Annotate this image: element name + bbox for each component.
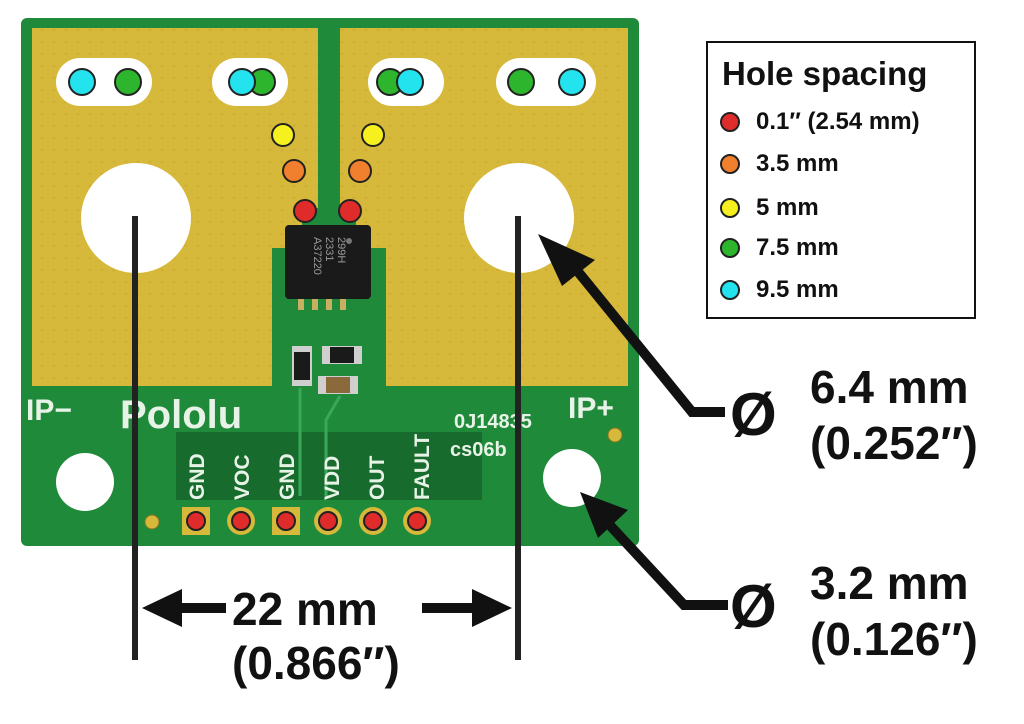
hole-orange — [282, 159, 306, 183]
small-hole-left — [56, 453, 114, 511]
board-code-2: cs06b — [450, 439, 507, 461]
pin-pad-red — [363, 511, 383, 531]
pin-pad-red — [318, 511, 338, 531]
dimension-line-right — [515, 216, 521, 660]
large-hole-secondary-label: (0.252″) — [810, 417, 978, 469]
width-primary-label: 22 mm — [232, 583, 378, 635]
hole-green — [114, 68, 142, 96]
chip-line-1: A37220 — [311, 237, 323, 275]
large-hole-arrow — [538, 234, 725, 417]
small-hole-diameter-symbol: Ø — [730, 573, 777, 640]
pin-label-vdd: VDD — [321, 456, 344, 500]
legend-dot — [720, 112, 740, 132]
legend-title: Hole spacing — [722, 55, 928, 92]
pin-label-gnd-2: GND — [276, 453, 299, 500]
via — [144, 514, 160, 530]
sensor-chip — [285, 225, 371, 310]
pin-label-out: OUT — [366, 456, 389, 501]
legend-item-orange: 3.5 mm — [720, 149, 839, 179]
large-hole-diameter-symbol: Ø — [730, 381, 777, 448]
via — [607, 427, 623, 443]
legend-item-green: 7.5 mm — [720, 233, 839, 263]
legend-label: 3.5 mm — [756, 150, 839, 177]
legend-item-cyan: 9.5 mm — [720, 275, 839, 305]
chip-line-2: 2331 — [323, 237, 335, 261]
chip-line-3: 299H — [335, 237, 347, 263]
width-arrow-left — [142, 589, 226, 627]
pin-pad-red — [407, 511, 427, 531]
brand-logo: Pololu — [120, 393, 242, 437]
small-hole-primary-label: 3.2 mm — [810, 557, 969, 609]
pin-pad-red — [276, 511, 296, 531]
hole-cyan — [558, 68, 586, 96]
legend-item-yellow: 5 mm — [720, 193, 819, 223]
hole-red — [338, 199, 362, 223]
pin-label-area — [176, 432, 482, 500]
large-hole-primary-label: 6.4 mm — [810, 361, 969, 413]
hole-yellow — [361, 123, 385, 147]
legend-dot — [720, 198, 740, 218]
small-hole-right — [543, 449, 601, 507]
hole-cyan — [228, 68, 256, 96]
board-code-1: 0J14835 — [454, 411, 532, 433]
smd-resistor — [292, 346, 312, 386]
ip-plus-label: IP+ — [568, 392, 614, 425]
legend-dot — [720, 280, 740, 300]
hole-cyan — [396, 68, 424, 96]
smd-capacitor — [318, 376, 358, 394]
hole-green — [507, 68, 535, 96]
pin-pad-red — [186, 511, 206, 531]
pin-label-fault: FAULT — [411, 434, 434, 500]
legend-item-red: 0.1″ (2.54 mm) — [720, 107, 920, 137]
pin-label-gnd: GND — [186, 453, 209, 500]
small-hole-secondary-label: (0.126″) — [810, 613, 978, 665]
ip-minus-label: IP− — [26, 394, 72, 427]
smd-capacitor — [322, 346, 362, 364]
chip-marking: A37220 2331 299H — [311, 237, 347, 275]
hole-red — [293, 199, 317, 223]
hole-yellow — [271, 123, 295, 147]
hole-orange — [348, 159, 372, 183]
width-arrow-right — [422, 589, 512, 627]
legend-label: 5 mm — [756, 194, 819, 221]
legend-dot — [720, 238, 740, 258]
pin-pad-red — [231, 511, 251, 531]
dimension-line-left — [132, 216, 138, 660]
hole-cyan — [68, 68, 96, 96]
legend-label: 9.5 mm — [756, 276, 839, 303]
pin-label-voc: VOC — [231, 454, 254, 500]
legend-label: 7.5 mm — [756, 234, 839, 261]
legend-dot — [720, 154, 740, 174]
trace — [324, 395, 342, 496]
legend-label: 0.1″ (2.54 mm) — [756, 108, 920, 135]
width-secondary-label: (0.866″) — [232, 637, 400, 689]
small-hole-arrow — [580, 492, 728, 610]
hole-spacing-legend: Hole spacing 0.1″ (2.54 mm) 3.5 mm 5 mm … — [706, 41, 976, 319]
